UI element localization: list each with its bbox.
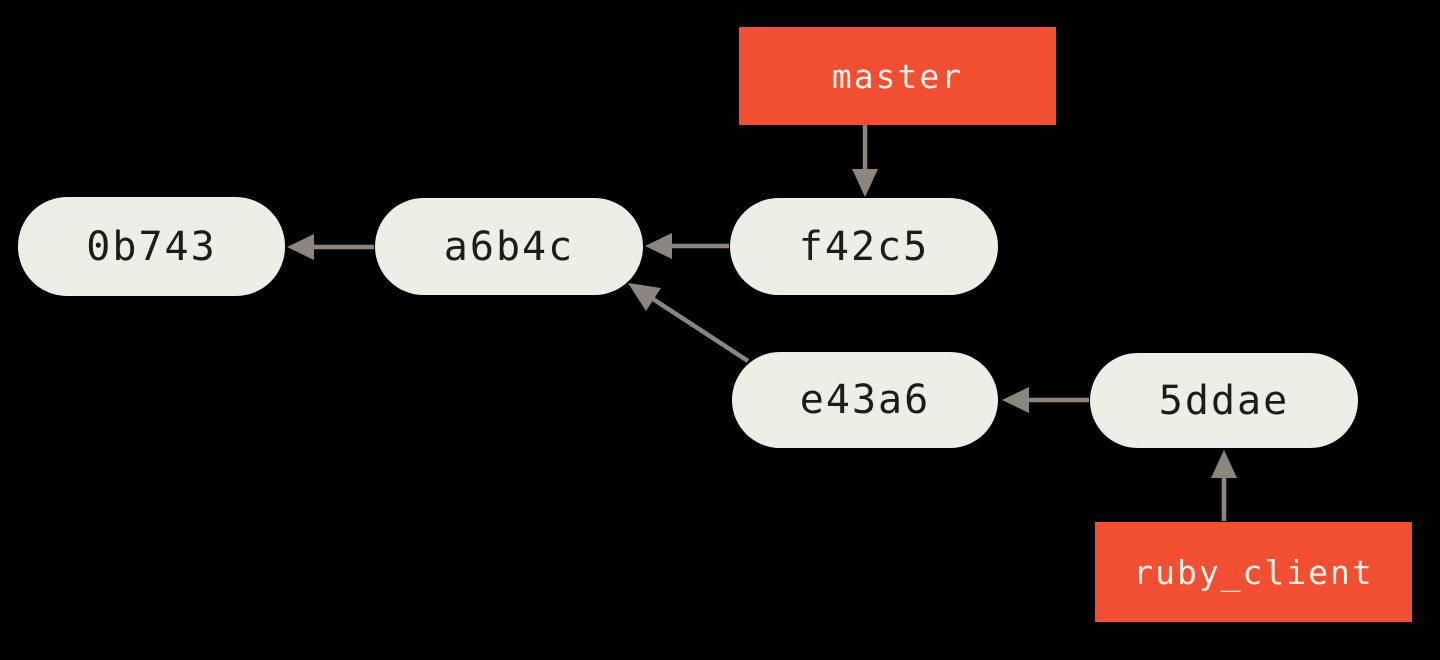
edge-5ddae-e43a6 [1002, 387, 1089, 413]
edge-master-f42c5 [852, 125, 878, 197]
commit-node-5ddae: 5ddae [1090, 353, 1358, 448]
commit-node-e43a6: e43a6 [732, 352, 998, 448]
edge-line [651, 297, 750, 363]
edge-a6b4c-0b743 [287, 234, 374, 260]
commit-node-0b743: 0b743 [18, 197, 285, 296]
commit-hash: f42c5 [798, 223, 930, 270]
commit-node-f42c5: f42c5 [730, 198, 998, 295]
arrowhead-icon [645, 233, 672, 259]
branch-name: master [831, 56, 964, 96]
branch-label-ruby_client: ruby_client [1095, 522, 1412, 622]
arrowhead-icon [852, 169, 878, 197]
edge-e43a6-a6b4c [628, 283, 750, 363]
arrowhead-icon [628, 283, 661, 311]
branch-label-master: master [739, 27, 1056, 125]
branch-name: ruby_client [1133, 552, 1374, 592]
edge-ruby_client-5ddae [1211, 450, 1237, 521]
commit-node-a6b4c: a6b4c [375, 198, 643, 295]
arrowhead-icon [1002, 387, 1029, 413]
arrowhead-icon [1211, 450, 1237, 478]
commit-hash: a6b4c [443, 223, 575, 270]
commit-hash: 0b743 [86, 223, 217, 270]
arrowhead-icon [287, 234, 314, 260]
commit-hash: e43a6 [799, 377, 931, 423]
commit-hash: 5ddae [1158, 377, 1290, 424]
edge-f42c5-a6b4c [645, 233, 729, 259]
